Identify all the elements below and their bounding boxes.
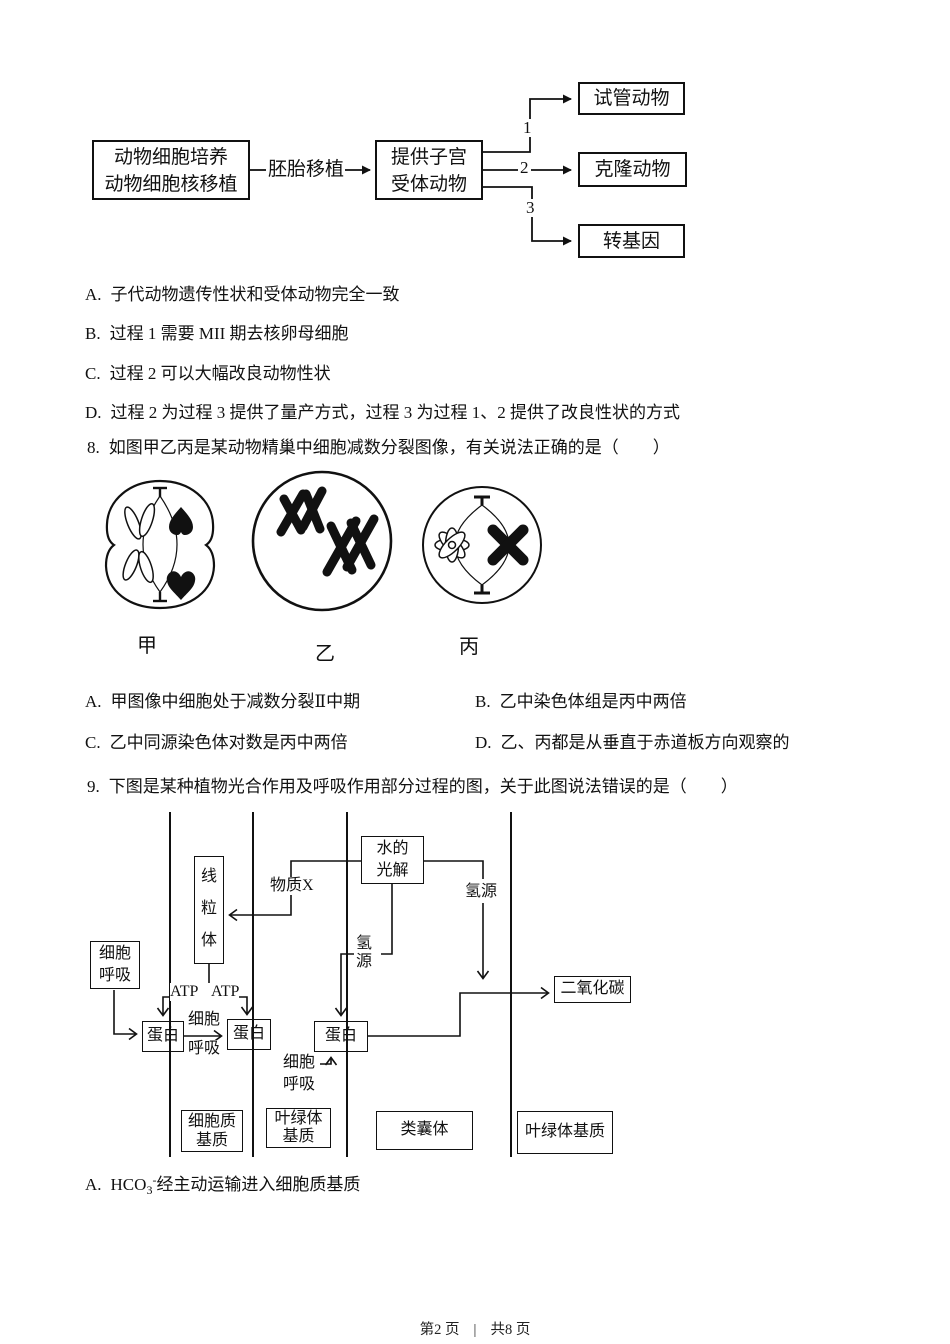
option-label: B.: [475, 692, 491, 711]
flow-src-box: 动物细胞培养 动物细胞核移植: [92, 140, 250, 200]
q8-option-a: A. 甲图像中细胞处于减数分裂Ⅱ中期: [85, 691, 360, 713]
fig-label-yi: 乙: [315, 643, 335, 665]
stroma-line1: 叶绿体: [274, 1110, 323, 1127]
label-cell-resp-mid-line1: 细胞: [188, 1011, 221, 1029]
formula-base: HCO: [110, 1175, 147, 1194]
box-chloroplast-stroma-right: 叶绿体基质: [517, 1111, 613, 1154]
q8-option-d: D. 乙、丙都是从垂直于赤道板方向观察的: [475, 732, 790, 754]
box-mitochondria: 线粒体: [194, 856, 224, 964]
fig-label-bing: 丙: [459, 636, 479, 658]
option-label: C.: [85, 733, 101, 752]
label-atp-1: ATP: [170, 983, 199, 1001]
label-cell-resp-mid-line2: 呼吸: [188, 1040, 221, 1058]
page-footer: 第2 页 | 共8 页: [0, 1318, 950, 1339]
box-protein-1: 蛋白: [142, 1021, 184, 1052]
box-protein-3: 蛋白: [314, 1021, 368, 1052]
footer-divider: |: [473, 1322, 477, 1338]
box-co2: 二氧化碳: [554, 976, 631, 1003]
fig-label-jia: 甲: [137, 635, 157, 657]
option-text: 乙中同源染色体对数是丙中两倍: [109, 733, 348, 752]
cell-respiration-line1: 细胞: [98, 945, 131, 962]
cell-yi-figure: [251, 470, 393, 612]
label-atp-2: ATP: [211, 983, 240, 1001]
flow-branch-num-2: 2: [518, 158, 531, 177]
footer-page-total: 共8 页: [490, 1322, 531, 1338]
cytosol-line2: 基质: [195, 1132, 228, 1149]
flow-branch-num-3: 3: [524, 198, 537, 217]
q9-membrane-lines: [169, 812, 512, 1157]
footer-page-number: 第2 页: [419, 1322, 460, 1338]
mitochondria-label: 线粒体: [200, 868, 217, 949]
q7-option-d: D. 过程 2 为过程 3 提供了量产方式，过程 3 为过程 1、2 提供了改良性…: [85, 402, 680, 424]
cell-jia-figure: [104, 479, 216, 610]
flow-src-line2: 动物细胞核移植: [104, 174, 238, 195]
q9-option-a: A. HCO3-经主动运输进入细胞质基质: [85, 1173, 361, 1197]
formula-superscript: -: [152, 1173, 157, 1187]
option-text: 甲图像中细胞处于减数分裂Ⅱ中期: [110, 692, 361, 711]
cell-bing-figure: [422, 486, 542, 604]
option-text: 过程 2 可以大幅改良动物性状: [109, 364, 331, 383]
water-photolysis-line2: 光解: [376, 862, 409, 879]
question-number: 8.: [87, 438, 100, 457]
option-text: 子代动物遗传性状和受体动物完全一致: [110, 285, 400, 304]
label-substance-x: 物质X: [270, 877, 314, 895]
box-thylakoid: 类囊体: [376, 1111, 473, 1150]
option-label: B.: [85, 324, 101, 343]
option-label: C.: [85, 364, 101, 383]
flow-output-box-1: 试管动物: [578, 82, 685, 115]
box-chloroplast-stroma-left: 叶绿体 基质: [266, 1108, 331, 1148]
q9-stem: 9. 下图是某种植物光合作用及呼吸作用部分过程的图，关于此图说法错误的是（ ）: [87, 776, 738, 798]
option-label: D.: [475, 733, 492, 752]
flow-mid-box: 提供子宫 受体动物: [375, 140, 483, 200]
cytosol-line1: 细胞质: [187, 1113, 236, 1130]
question-text: 下图是某种植物光合作用及呼吸作用部分过程的图，关于此图说法错误的是（ ）: [108, 777, 738, 796]
option-text: 经主动运输进入细胞质基质: [156, 1175, 361, 1194]
option-label: D.: [85, 403, 102, 422]
box-cell-respiration: 细胞 呼吸: [90, 941, 140, 989]
box-water-photolysis: 水的 光解: [361, 836, 424, 884]
label-cell-resp-low-line1: 细胞: [283, 1054, 316, 1072]
q8-option-c: C. 乙中同源染色体对数是丙中两倍: [85, 732, 348, 754]
flow-output-box-3: 转基因: [578, 224, 685, 258]
q7-option-b: B. 过程 1 需要 MII 期去核卵母细胞: [85, 323, 349, 345]
flow-edge-label: 胚胎移植: [267, 159, 344, 180]
flow-mid-line2: 受体动物: [390, 174, 467, 195]
option-text: 乙、丙都是从垂直于赤道板方向观察的: [500, 733, 790, 752]
flow-src-line1: 动物细胞培养: [113, 147, 228, 168]
q8-option-b: B. 乙中染色体组是丙中两倍: [475, 691, 687, 713]
option-text: 乙中染色体组是丙中两倍: [499, 692, 687, 711]
q7-option-a: A. 子代动物遗传性状和受体动物完全一致: [85, 284, 400, 306]
formula-subscript: 3: [146, 1183, 153, 1197]
option-label: A.: [85, 692, 102, 711]
label-h-source-mid: 氢源: [356, 935, 374, 971]
water-photolysis-line1: 水的: [376, 840, 409, 857]
question-number: 9.: [87, 777, 100, 796]
box-cytosol: 细胞质 基质: [181, 1110, 243, 1152]
q8-stem: 8. 如图甲乙丙是某动物精巢中细胞减数分裂图像，有关说法正确的是（ ）: [87, 437, 670, 459]
cell-respiration-line2: 呼吸: [98, 967, 131, 984]
box-protein-2: 蛋白: [227, 1019, 271, 1050]
flow-output-box-2: 克隆动物: [578, 152, 687, 187]
option-label: A.: [85, 285, 102, 304]
question-text: 如图甲乙丙是某动物精巢中细胞减数分裂图像，有关说法正确的是（ ）: [108, 438, 670, 457]
label-h-source-right: 氢源: [465, 883, 498, 901]
q7-option-c: C. 过程 2 可以大幅改良动物性状: [85, 363, 331, 385]
flow-branch-num-1: 1: [521, 118, 534, 137]
option-text: 过程 2 为过程 3 提供了量产方式，过程 3 为过程 1、2 提供了改良性状的…: [110, 403, 681, 422]
option-text: 过程 1 需要 MII 期去核卵母细胞: [109, 324, 349, 343]
option-label: A.: [85, 1175, 102, 1194]
label-cell-resp-low-line2: 呼吸: [283, 1076, 316, 1094]
stroma-line2: 基质: [282, 1128, 315, 1145]
flow-mid-line1: 提供子宫: [390, 147, 467, 168]
